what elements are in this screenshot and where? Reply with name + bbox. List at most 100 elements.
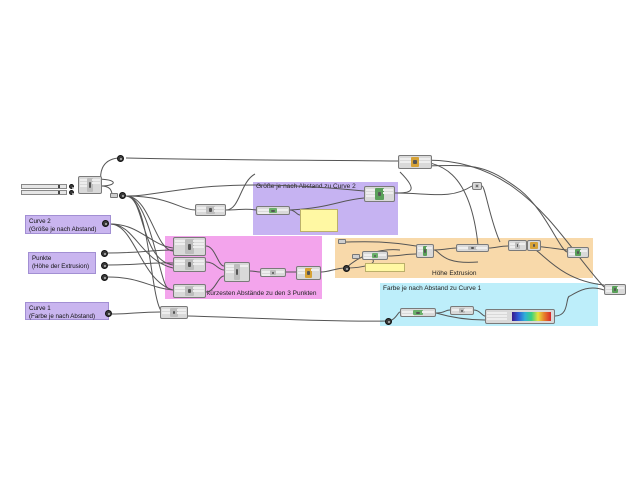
component-extrude[interactable]	[508, 240, 527, 251]
component-outputs	[426, 246, 432, 256]
param-knob-icon[interactable]	[105, 310, 112, 317]
wire	[125, 195, 197, 211]
param-knob-icon[interactable]	[385, 318, 392, 325]
param-knob-icon[interactable]	[69, 184, 74, 189]
component-divide-curve[interactable]	[195, 204, 226, 216]
component-inputs	[452, 308, 460, 313]
component-icon	[458, 308, 466, 313]
wire	[125, 157, 401, 162]
param-curve1-line2: (Farbe je nach Abstand)	[29, 312, 96, 320]
number-slider-1[interactable]	[21, 184, 67, 189]
component-remap-2[interactable]	[296, 266, 321, 280]
component-closest-point-curve[interactable]	[400, 308, 436, 317]
param-knob-icon[interactable]	[343, 265, 350, 272]
component-outputs	[464, 308, 472, 313]
param-knob-icon[interactable]	[119, 192, 126, 199]
param-relay[interactable]	[110, 193, 118, 198]
component-inputs	[298, 268, 307, 278]
component-closest-point-2[interactable]	[173, 257, 206, 272]
component-extrude-top[interactable]	[398, 155, 432, 169]
wire	[409, 160, 479, 246]
param-punkte-line1: Punkte	[32, 255, 52, 262]
component-domain[interactable]	[78, 176, 102, 194]
component-gradient[interactable]	[485, 309, 555, 324]
component-icon	[86, 178, 94, 192]
component-bounds-2[interactable]	[450, 306, 474, 315]
param-knob-icon[interactable]	[102, 220, 109, 227]
component-amplitude[interactable]	[456, 244, 489, 252]
param-curve1[interactable]: Curve 1 (Farbe je nach Abstand)	[25, 302, 109, 320]
component-icon	[269, 270, 277, 275]
param-knob-icon[interactable]	[101, 262, 108, 269]
component-inputs	[197, 206, 208, 214]
component-scale[interactable]	[364, 186, 395, 202]
component-outputs	[239, 264, 248, 280]
wire	[100, 157, 119, 183]
component-icon	[422, 246, 428, 256]
vector-icon	[468, 246, 477, 250]
component-icon	[375, 188, 384, 200]
component-inputs	[606, 286, 613, 293]
component-custom-preview-2[interactable]	[567, 247, 589, 258]
param-knob-icon[interactable]	[117, 155, 124, 162]
component-inputs	[458, 246, 469, 250]
component-inputs	[569, 249, 576, 256]
component-icon	[233, 264, 241, 280]
component-icon	[185, 239, 194, 254]
wire	[225, 208, 257, 211]
panel-curve2[interactable]	[300, 209, 338, 232]
component-closest-point-1[interactable]	[173, 237, 206, 256]
component-icon	[474, 184, 480, 188]
wire	[107, 276, 174, 291]
component-icon	[206, 206, 215, 214]
component-inputs	[80, 178, 88, 192]
component-curve1-input[interactable]	[160, 306, 188, 319]
wire	[107, 249, 174, 254]
component-outputs	[193, 239, 204, 254]
component-icon	[305, 268, 312, 278]
wire	[187, 315, 389, 322]
param-knob-icon[interactable]	[101, 274, 108, 281]
component-inputs	[162, 308, 172, 317]
number-slider-2[interactable]	[21, 190, 67, 195]
group-punkte-title: kürzesten Abstände zu den 3 Punkten	[207, 290, 317, 297]
component-icon	[371, 253, 379, 258]
component-inputs	[364, 253, 373, 259]
component-bounds[interactable]	[260, 268, 286, 277]
component-relay-top[interactable]	[472, 182, 482, 190]
component-remap-3[interactable]	[362, 251, 388, 260]
param-relay[interactable]	[352, 254, 360, 259]
component-outputs	[418, 157, 430, 167]
wire	[107, 262, 174, 266]
component-outputs	[213, 206, 224, 214]
component-custom-preview-1[interactable]	[527, 240, 541, 251]
component-closest-point-3[interactable]	[173, 284, 206, 298]
component-custom-preview-3[interactable]	[604, 284, 626, 295]
component-inputs	[175, 239, 186, 254]
component-inputs	[175, 286, 186, 296]
component-inputs	[258, 208, 270, 214]
param-curve2-line1: Curve 2	[29, 218, 51, 225]
component-outputs	[193, 286, 204, 296]
component-icon	[170, 308, 178, 317]
wire	[109, 223, 174, 291]
component-remap[interactable]	[256, 206, 290, 215]
param-relay[interactable]	[338, 239, 346, 244]
param-curve2-line2: (Größe je nach Abstand)	[29, 225, 97, 233]
component-merge[interactable]	[224, 262, 250, 282]
param-knob-icon[interactable]	[69, 190, 74, 195]
gradient-icon	[511, 312, 552, 321]
component-inputs	[418, 246, 424, 256]
param-knob-icon[interactable]	[101, 250, 108, 257]
panel-extrusion[interactable]	[365, 263, 405, 272]
param-curve2[interactable]: Curve 2 (Größe je nach Abstand)	[25, 215, 111, 234]
component-outputs	[476, 246, 487, 250]
param-punkte[interactable]: Punkte (Höhe der Extrusion)	[28, 252, 96, 274]
param-curve1-line1: Curve 1	[29, 305, 51, 312]
component-unit-z[interactable]	[416, 244, 434, 258]
group-extrusion-title: Höhe Extrusion	[432, 270, 477, 277]
component-inputs	[226, 264, 235, 280]
component-outputs	[193, 259, 204, 270]
component-icon	[185, 259, 194, 270]
